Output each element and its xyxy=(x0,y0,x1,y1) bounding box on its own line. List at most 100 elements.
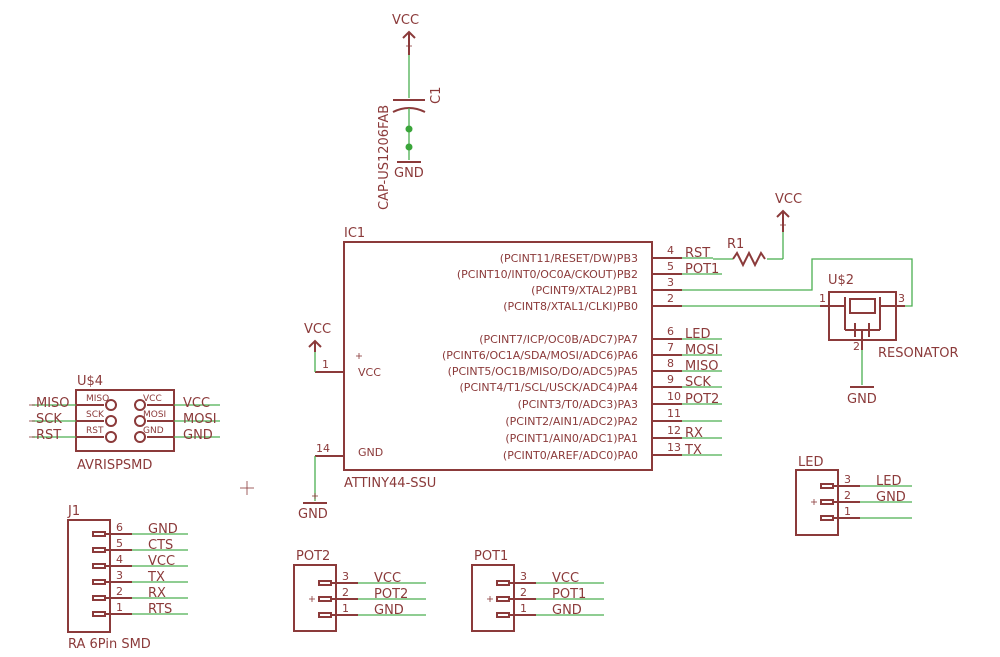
header-pin-num: 2 xyxy=(844,489,851,502)
ic1-pin-label: (PCINT3/T0/ADC3)PA3 xyxy=(518,398,638,411)
header-pin-num: 3 xyxy=(116,569,123,582)
net-label: CTS xyxy=(148,538,173,553)
pin-pad xyxy=(496,596,510,602)
ic1-pin-num: 13 xyxy=(667,441,681,454)
header-pin-num: 2 xyxy=(342,586,349,599)
capacitor-c1[interactable]: VCC GND C1 CAP-US1206FAB xyxy=(377,13,444,210)
net-label: POT1 xyxy=(685,262,719,277)
pin-pad xyxy=(820,499,834,505)
c1-value: CAP-US1206FAB xyxy=(377,105,392,210)
resistor-r1[interactable]: VCC R1 xyxy=(713,192,802,268)
header-pin-num: 1 xyxy=(844,505,851,518)
net-label: LED xyxy=(685,327,710,342)
header-pin-num: 4 xyxy=(116,553,123,566)
led-pins: 3 LED 2 GND 1 xyxy=(811,473,912,521)
pin-pad xyxy=(92,563,106,569)
ic1-pin-num: 4 xyxy=(667,244,674,257)
pin-pad xyxy=(92,547,106,553)
header-pin-num: 6 xyxy=(116,521,123,534)
origin-cross xyxy=(240,481,254,495)
avrisp-pin-label: SCK xyxy=(86,410,105,420)
avrisp-name: U$4 xyxy=(77,374,103,389)
header-pin-num: 3 xyxy=(342,570,349,583)
net-label: RX xyxy=(685,426,703,441)
c1-name: C1 xyxy=(429,87,444,104)
avrisp-pin-label: GND xyxy=(143,426,164,436)
pin-pad xyxy=(134,415,146,427)
ic1-pin-num: 11 xyxy=(667,407,681,420)
led-name: LED xyxy=(798,455,823,470)
ic1-left-pin-num: 1 xyxy=(322,358,329,371)
net-label: TX xyxy=(147,570,165,585)
ic1-left-pin-label: VCC xyxy=(358,366,381,379)
r1-zigzag xyxy=(732,250,766,268)
c1-vcc-label: VCC xyxy=(392,13,419,28)
ic1-pin-num: 8 xyxy=(667,357,674,370)
pin-pad xyxy=(496,612,510,618)
pin-pad xyxy=(92,579,106,585)
net-label: VCC xyxy=(183,396,210,411)
pin-pad xyxy=(105,399,117,411)
j1-value: RA 6Pin SMD xyxy=(68,637,151,652)
net-label: RX xyxy=(148,586,166,601)
ic1-pin-num: 12 xyxy=(667,424,681,437)
net-label: GND xyxy=(876,490,906,505)
r1-name: R1 xyxy=(727,237,744,252)
led-body xyxy=(795,469,839,536)
header-pin-num: 2 xyxy=(520,586,527,599)
ic1-pin-label: (PCINT7/ICP/OC0B/ADC7)PA7 xyxy=(479,333,638,346)
net-label: GND xyxy=(148,522,178,537)
net-label: POT2 xyxy=(374,587,408,602)
header-pin-num: 1 xyxy=(116,601,123,614)
net-label: LED xyxy=(876,474,901,489)
header-pin-num: 5 xyxy=(116,537,123,550)
ic1-pin-label: (PCINT4/T1/SCL/USCK/ADC4)PA4 xyxy=(460,381,638,394)
resonator-crystal xyxy=(849,298,876,314)
pin-pad xyxy=(134,399,146,411)
pot2-name: POT2 xyxy=(296,549,330,564)
net-label: VCC xyxy=(148,554,175,569)
pin-pad xyxy=(92,611,106,617)
resonator-name: U$2 xyxy=(828,273,854,288)
avrisp-pin-label: RST xyxy=(86,426,104,436)
pin-pad xyxy=(92,531,106,537)
net-label: GND xyxy=(552,603,582,618)
ic1-pin-label: (PCINT11/RESET/DW)PB3 xyxy=(500,252,638,265)
net-label: RST xyxy=(685,246,710,261)
pin-pad xyxy=(496,580,510,586)
net-label: RTS xyxy=(148,602,172,617)
net-label: TX xyxy=(684,443,702,458)
ic1-pin-label: (PCINT5/OC1B/MISO/DO/ADC5)PA5 xyxy=(448,365,638,378)
pin-pad xyxy=(134,431,146,443)
pin-pad xyxy=(105,415,117,427)
resonator-u2[interactable]: U$2 RESONATOR 1 2 3 GND xyxy=(819,273,959,407)
avrisp-pin-label: MOSI xyxy=(143,410,166,420)
pin-pad xyxy=(318,612,332,618)
header-pin-num: 2 xyxy=(116,585,123,598)
ic1-pin-label: (PCINT2/AIN1/ADC2)PA2 xyxy=(505,415,638,428)
pin-pad xyxy=(318,580,332,586)
net-label: VCC xyxy=(374,571,401,586)
resonator-pin-num: 1 xyxy=(819,292,826,305)
avrisp-value: AVRISPSMD xyxy=(77,458,152,473)
ic1-value: ATTINY44-SSU xyxy=(344,476,436,491)
net-label: MISO xyxy=(685,359,719,374)
ic1-vcc-label: VCC xyxy=(304,322,331,337)
ic1-pin-num: 2 xyxy=(667,292,674,305)
ic1-gnd-label: GND xyxy=(298,507,328,522)
net-label: POT1 xyxy=(552,587,586,602)
net-label: GND xyxy=(183,428,213,443)
pin-pad xyxy=(820,483,834,489)
header-pin-num: 3 xyxy=(844,473,851,486)
header-pin-num: 1 xyxy=(520,602,527,615)
led-header[interactable]: LED 3 LED 2 GND 1 xyxy=(795,455,912,536)
ic1-pin-num: 6 xyxy=(667,325,674,338)
